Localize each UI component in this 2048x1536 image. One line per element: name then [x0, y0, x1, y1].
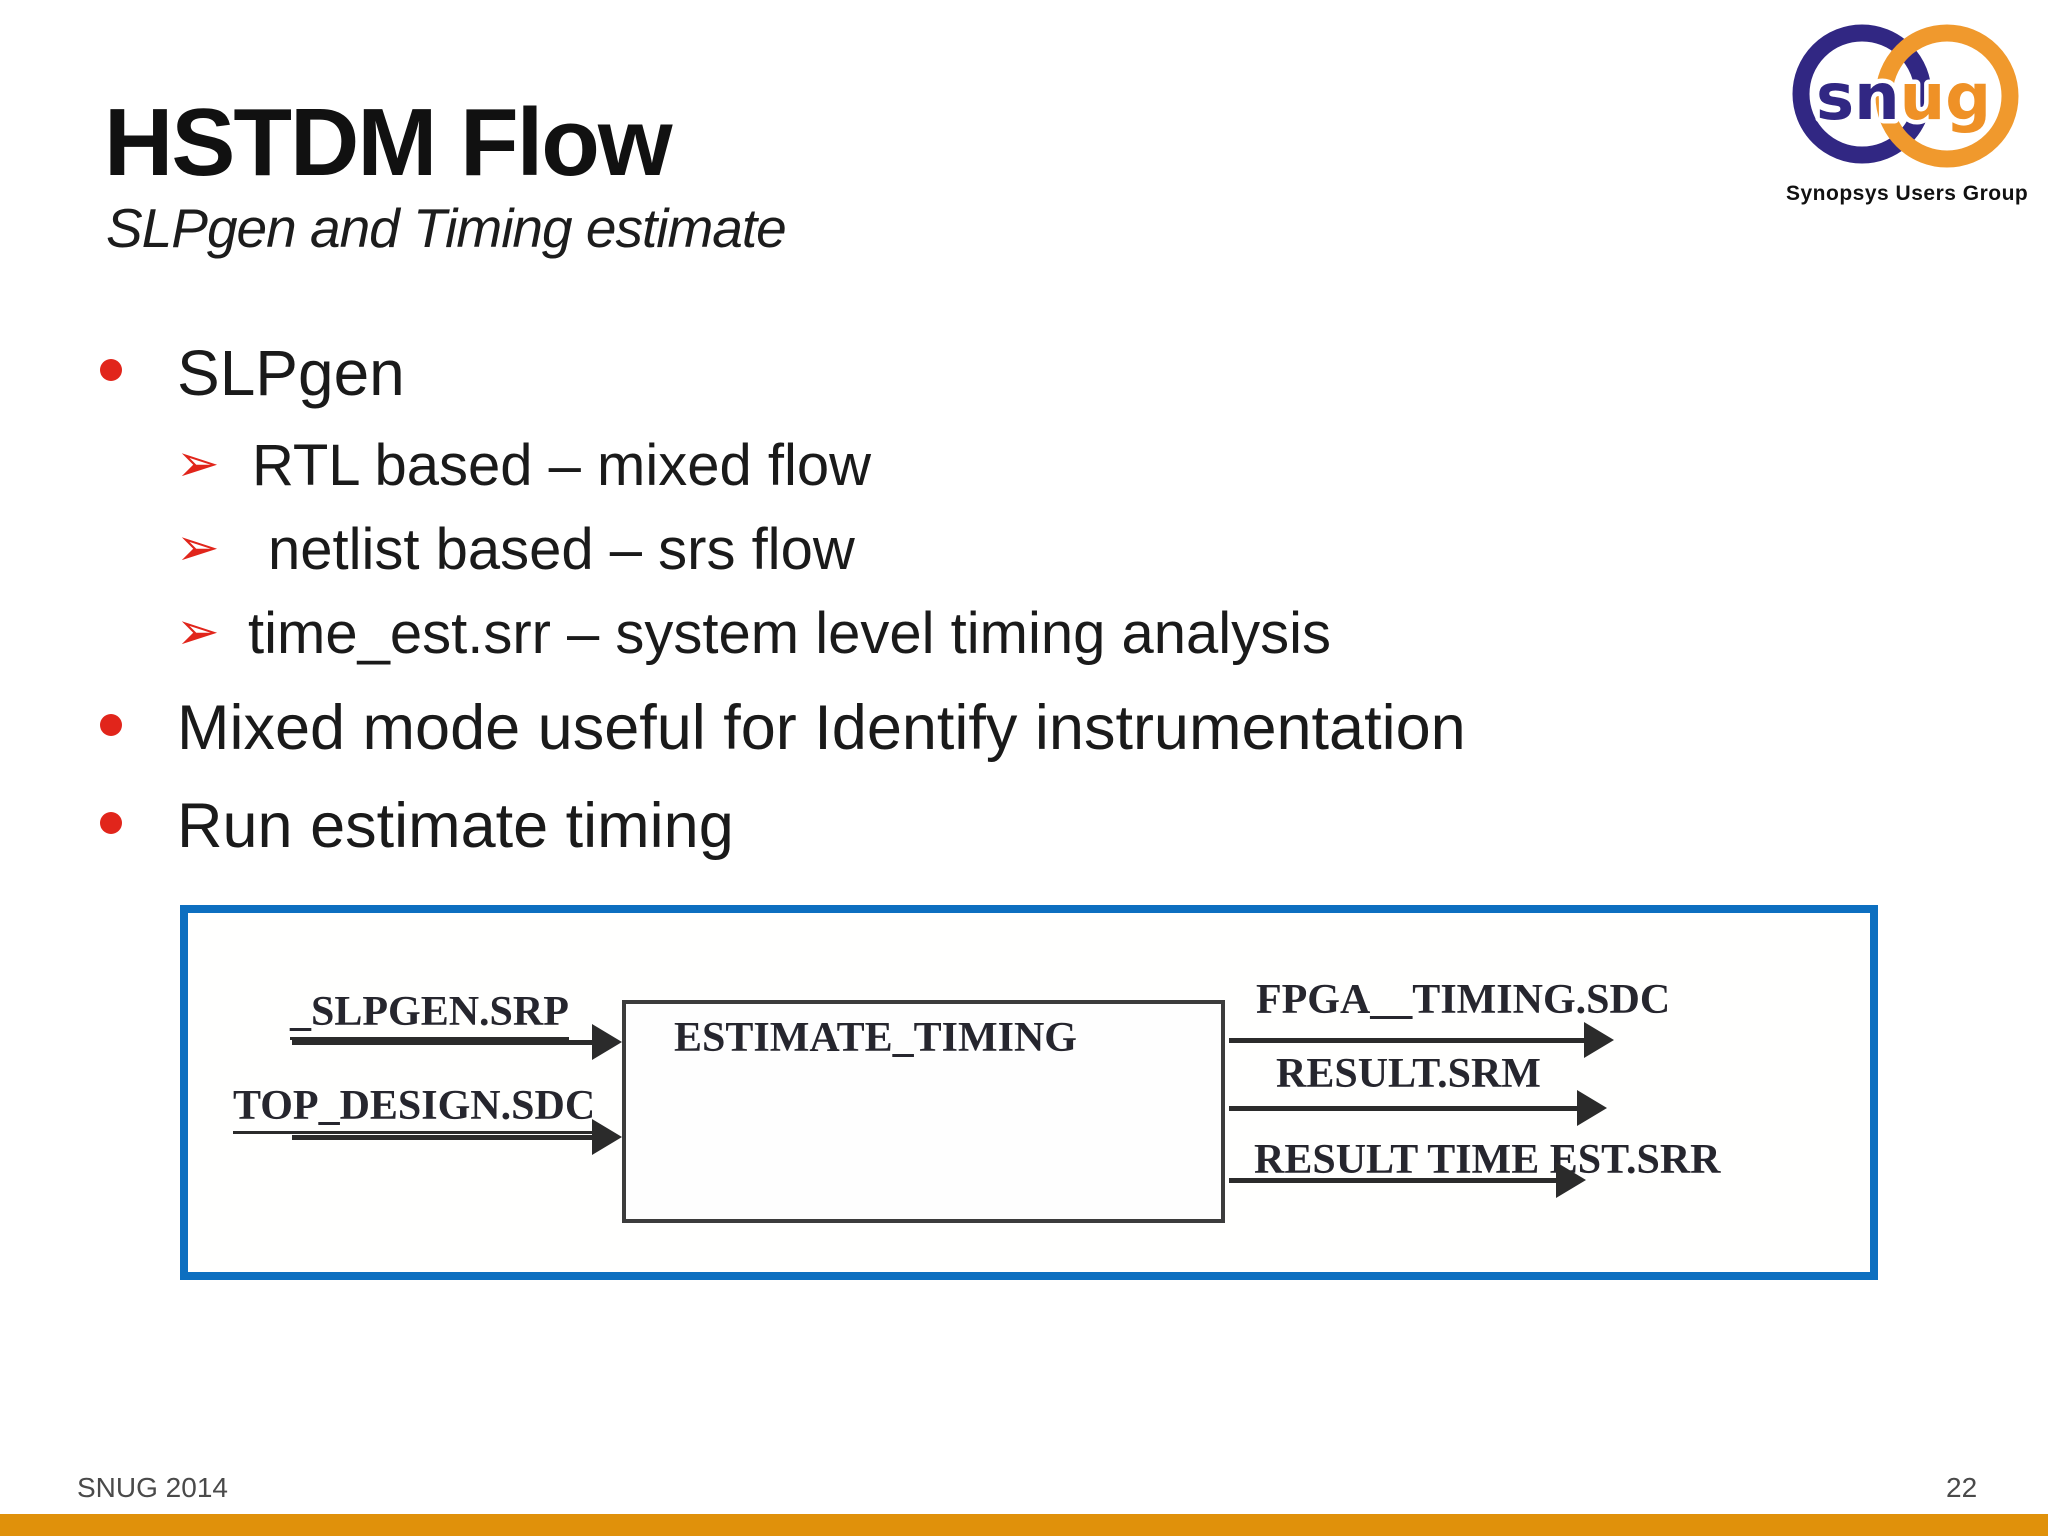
bottom-accent-bar [0, 1514, 2048, 1536]
bullet-netlist-based: netlist based – srs flow [268, 517, 855, 582]
output-label-result-srm: RESULT.SRM [1276, 1051, 1541, 1097]
sub-bullet-arrow-icon: ➢ [176, 602, 220, 662]
arrowhead-right-icon [592, 1024, 622, 1060]
bullet-mixed-mode: Mixed mode useful for Identify instrumen… [177, 693, 1466, 763]
arrowhead-right-icon [1556, 1162, 1586, 1198]
page-subtitle: SLPgen and Timing estimate [106, 197, 787, 259]
arrowhead-right-icon [1584, 1022, 1614, 1058]
arrow-line [292, 1135, 592, 1140]
snug-logo-rings-icon: snug [1792, 24, 2019, 168]
svg-text:snug: snug [1816, 61, 1991, 135]
arrow-line [1229, 1038, 1584, 1043]
page-title: HSTDM Flow [104, 89, 673, 196]
bullet-dot [100, 812, 122, 834]
process-label: ESTIMATE_TIMING [674, 1015, 1077, 1061]
estimate-timing-box [622, 1000, 1225, 1223]
arrow-line [1229, 1178, 1561, 1183]
sub-bullet-arrow-icon: ➢ [176, 518, 220, 578]
bullet-run-estimate: Run estimate timing [177, 791, 734, 861]
arrow-line [292, 1040, 592, 1045]
input-label-top-design-sdc: TOP_DESIGN.SDC [233, 1082, 596, 1134]
input-label-slpgen-srp: _SLPGEN.SRP [290, 988, 569, 1040]
output-label-result-time-est-srr: RESULT TIME EST.SRR [1254, 1137, 1721, 1183]
footer-page-number: 22 [1946, 1472, 1978, 1503]
bullet-dot [100, 714, 122, 736]
snug-logo: snug Synopsys Users Group [1780, 6, 2040, 221]
logo-caption: Synopsys Users Group [1786, 182, 2029, 205]
bullet-slpgen: SLPgen [177, 337, 405, 409]
bullet-rtl-based: RTL based – mixed flow [252, 433, 871, 498]
arrow-line [1229, 1106, 1577, 1111]
footer-event-name: SNUG 2014 [77, 1472, 228, 1503]
bullet-dot [100, 359, 122, 381]
arrowhead-right-icon [1577, 1090, 1607, 1126]
bullet-time-est: time_est.srr – system level timing analy… [248, 601, 1331, 666]
sub-bullet-arrow-icon: ➢ [176, 434, 220, 494]
arrowhead-right-icon [592, 1119, 622, 1155]
output-label-fpga-timing-sdc: FPGA__TIMING.SDC [1256, 977, 1671, 1023]
